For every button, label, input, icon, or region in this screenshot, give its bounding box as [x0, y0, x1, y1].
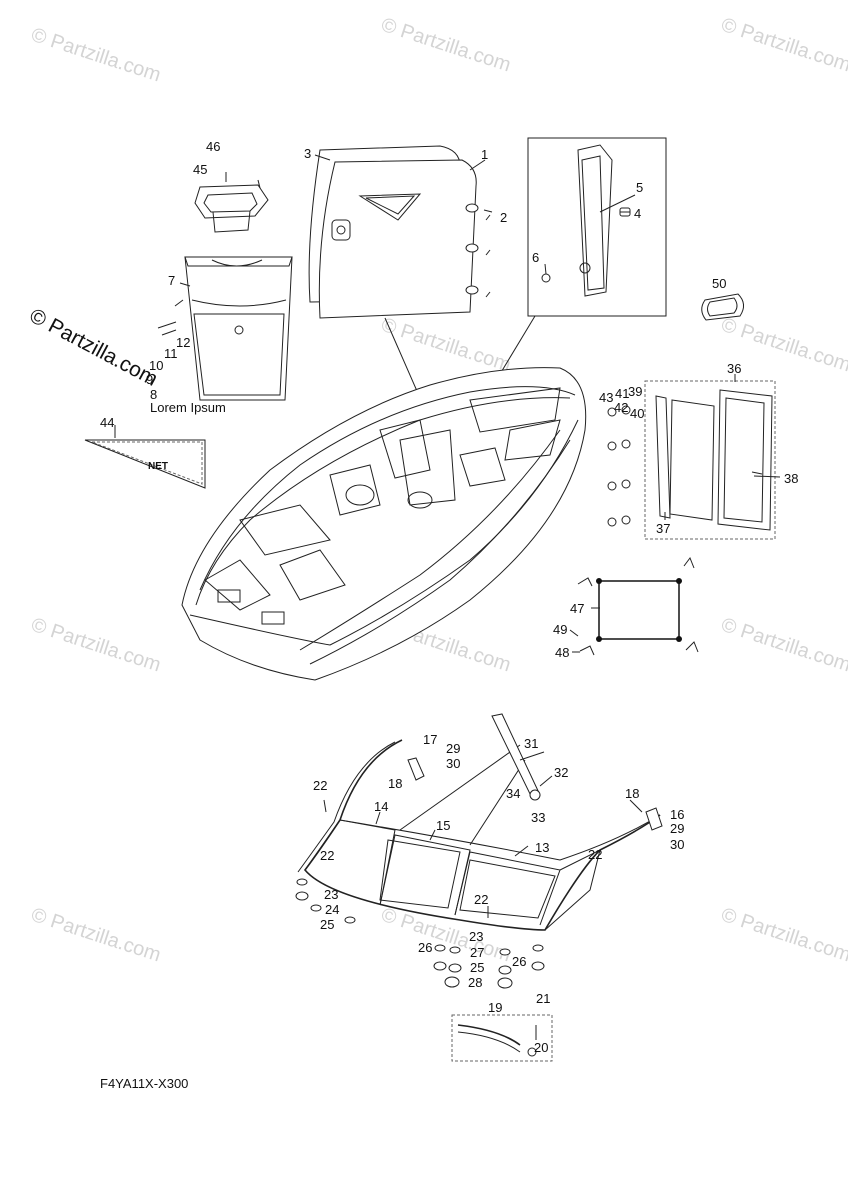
callout-label: 8: [150, 387, 157, 402]
watermark: © Partzilla.com: [718, 14, 848, 77]
callout-label: 42: [614, 400, 628, 415]
callout-label: 5: [636, 180, 643, 195]
vent-window-detail-box: [607, 380, 776, 540]
callout-label: 3: [304, 146, 311, 161]
callout-label: 22: [320, 848, 334, 863]
callout-label: 33: [531, 810, 545, 825]
callout-label: 11: [164, 346, 178, 361]
watermark: © Partzilla.com: [718, 614, 848, 677]
callout-label: 28: [468, 975, 482, 990]
watermark: © Partzilla.com: [28, 614, 163, 677]
callout-label: 12: [176, 335, 190, 350]
callout-label: 18: [388, 776, 402, 791]
callout-label: 26: [512, 954, 526, 969]
callout-label: 32: [554, 765, 568, 780]
callout-labels: 1 2 3 4 5 6 7 8 9 10 11 12 13 14 15 16 1…: [100, 139, 798, 1055]
callout-label: 39: [628, 384, 642, 399]
callout-label: 44: [100, 415, 114, 430]
callout-label: 22: [588, 847, 602, 862]
callout-label: 24: [325, 902, 339, 917]
callout-label: 1: [481, 147, 488, 162]
net-label: NET: [148, 461, 168, 472]
leader-lines: [114, 154, 781, 857]
callout-label: 22: [474, 892, 488, 907]
watermark: © Partzilla.com: [28, 904, 163, 967]
callout-label: 25: [470, 960, 484, 975]
callout-label: 23: [324, 887, 338, 902]
callout-label: 46: [206, 139, 220, 154]
callout-label: 13: [535, 840, 549, 855]
storage-box-part: [157, 256, 293, 401]
callout-label: 31: [524, 736, 538, 751]
callout-label: 17: [423, 732, 437, 747]
callout-label: 23: [469, 929, 483, 944]
callout-label: 19: [488, 1000, 502, 1015]
watermark: © Partzilla.com: [378, 314, 513, 377]
callout-label: 40: [630, 406, 644, 421]
hardware-stack: [295, 878, 545, 989]
callout-label: 34: [506, 786, 520, 801]
diagram-code: F4YA11X-X300: [100, 1076, 188, 1091]
callout-label: 14: [374, 799, 388, 814]
caption: Lorem Ipsum: [150, 400, 226, 415]
callout-label: 18: [625, 786, 639, 801]
callout-label: 49: [553, 622, 567, 637]
callout-label: 20: [534, 1040, 548, 1055]
courtesy-light-part: [701, 293, 744, 321]
callout-label: 6: [532, 250, 539, 265]
callout-label: 7: [168, 273, 175, 288]
callout-label: 36: [727, 361, 741, 376]
watermark: © Partzilla.com: [718, 904, 848, 967]
net-part: NET: [84, 439, 206, 489]
callout-label: 2: [500, 210, 507, 225]
side-watermark: © Partzilla.com: [26, 304, 162, 391]
callout-label: 48: [555, 645, 569, 660]
callout-label: 10: [149, 358, 163, 373]
callout-label: 29: [670, 821, 684, 836]
callout-label: 21: [536, 991, 550, 1006]
callout-label: 22: [313, 778, 327, 793]
callout-label: 15: [436, 818, 450, 833]
watermark: © Partzilla.com: [28, 24, 163, 87]
callout-label: 25: [320, 917, 334, 932]
callout-label: 38: [784, 471, 798, 486]
callout-label: 9: [146, 372, 153, 387]
callout-label: 37: [656, 521, 670, 536]
callout-label: 27: [470, 945, 484, 960]
rect-panel-part: [577, 556, 699, 656]
watermark: © Partzilla.com: [378, 14, 513, 77]
callout-label: 16: [670, 807, 684, 822]
callout-label: 47: [570, 601, 584, 616]
callout-label: 43: [599, 390, 613, 405]
cup-holder-part: [194, 172, 269, 233]
callout-label: 4: [634, 206, 641, 221]
weather-strip-detail-box: [451, 1014, 553, 1062]
windshield-assembly: [297, 713, 663, 931]
door-panel-part: [308, 145, 493, 319]
callout-label: 26: [418, 940, 432, 955]
callout-label: 29: [446, 741, 460, 756]
callout-label: 45: [193, 162, 207, 177]
callout-label: 41: [615, 386, 629, 401]
boat-hull: [181, 367, 587, 681]
callout-label: 30: [670, 837, 684, 852]
callout-label: 30: [446, 756, 460, 771]
callout-label: 50: [712, 276, 726, 291]
